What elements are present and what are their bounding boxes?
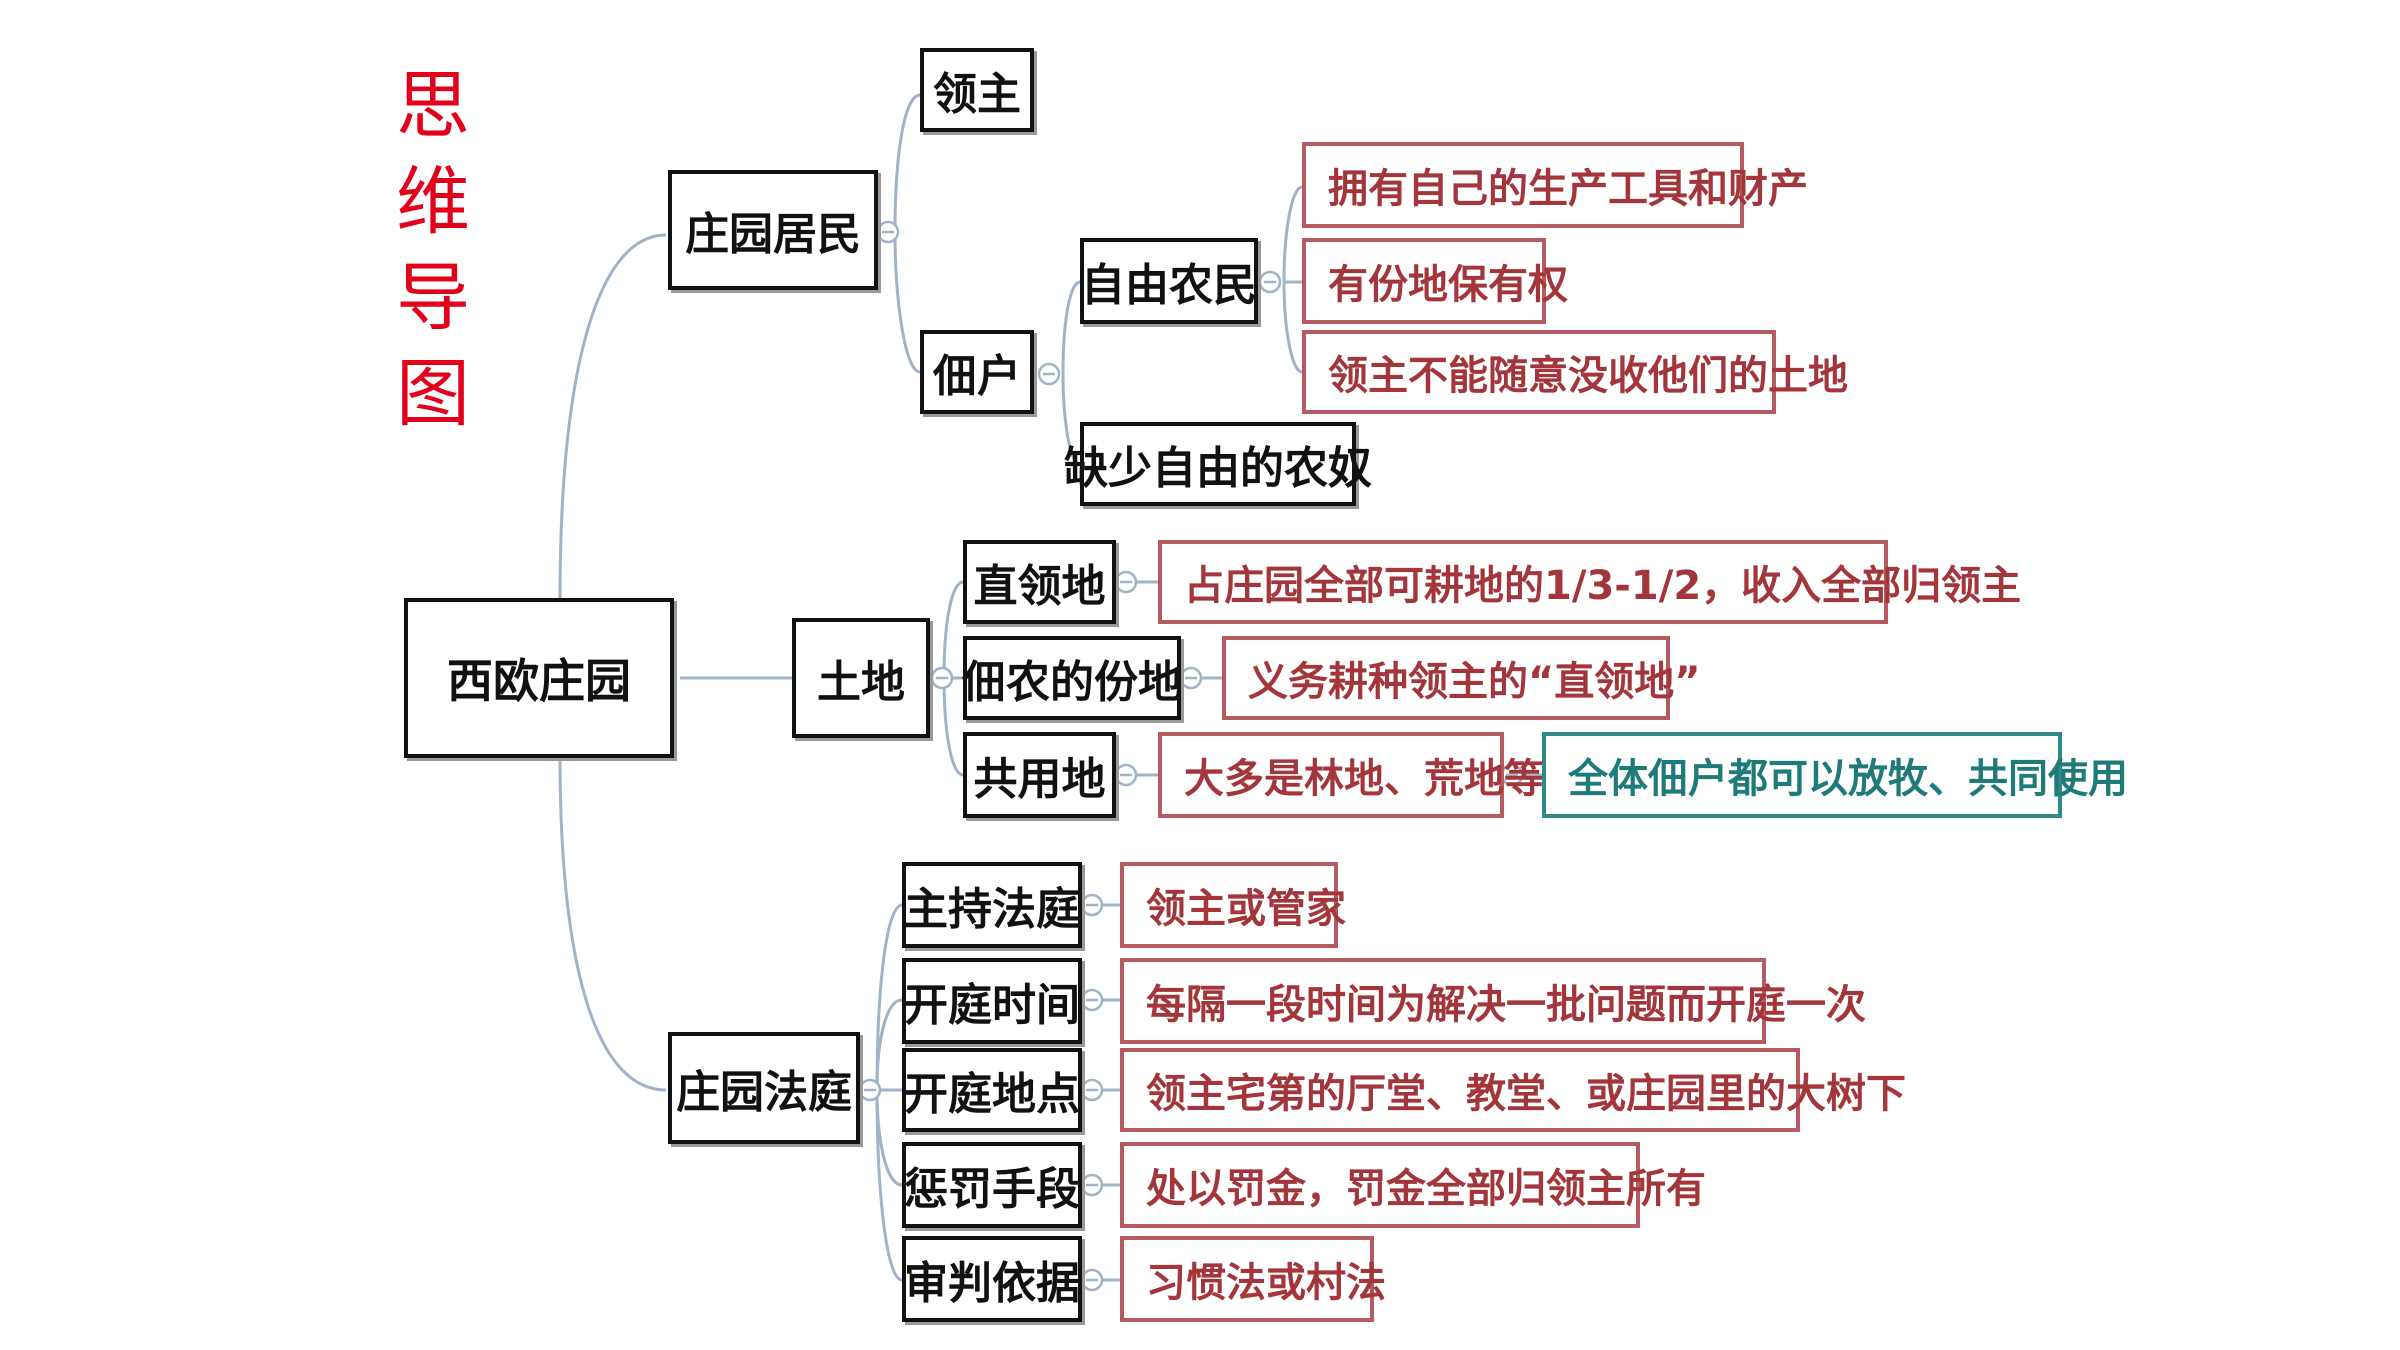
connector	[875, 998, 903, 1091]
connector	[1061, 373, 1081, 467]
court-item-place-detail[interactable]: 领主宅第的厅堂、教堂、或庄园里的大树下	[1120, 1048, 1906, 1132]
court-item-penalty[interactable]: 惩罚手段	[902, 1142, 1082, 1228]
free-peasants-node[interactable]: 自由农民	[1080, 238, 1258, 324]
court-item-basis-detail[interactable]: 习惯法或村法	[1120, 1236, 1386, 1322]
court-node[interactable]: 庄园法庭	[668, 1032, 860, 1144]
free-peasants-detail-1[interactable]: 拥有自己的生产工具和财产	[1302, 142, 1808, 228]
court-item-place[interactable]: 开庭地点	[902, 1048, 1082, 1132]
court-item-basis[interactable]: 审判依据	[902, 1236, 1082, 1322]
free-peasants-detail-2[interactable]: 有份地保有权	[1302, 238, 1568, 324]
connector	[875, 903, 903, 1091]
court-item-host[interactable]: 主持法庭	[902, 862, 1082, 948]
heading-char: 维	[396, 159, 470, 245]
connector	[942, 580, 964, 679]
heading-char: 导	[396, 255, 470, 341]
connector	[893, 231, 921, 374]
common-land-detail[interactable]: 大多是林地、荒地等	[1158, 732, 1544, 818]
connector	[942, 677, 964, 777]
court-item-time[interactable]: 开庭时间	[902, 958, 1082, 1044]
demesne-detail[interactable]: 占庄园全部可耕地的1/3-1/2，收入全部归领主	[1158, 540, 2021, 624]
connector	[558, 754, 667, 1092]
connector	[1282, 185, 1303, 283]
residents-node[interactable]: 庄园居民	[668, 170, 878, 290]
connector	[875, 1089, 903, 1282]
connector	[875, 1089, 903, 1187]
serfs-node[interactable]: 缺少自由的农奴	[1064, 422, 1372, 506]
connector	[1061, 280, 1081, 375]
court-item-time-detail[interactable]: 每隔一段时间为解决一批问题而开庭一次	[1120, 958, 1866, 1044]
lord-node[interactable]: 领主	[920, 48, 1034, 132]
demesne-node[interactable]: 直领地	[963, 540, 1116, 624]
connector	[558, 233, 667, 601]
land-node[interactable]: 土地	[792, 618, 930, 738]
free-peasants-detail-3[interactable]: 领主不能随意没收他们的土地	[1302, 330, 1848, 414]
root-node[interactable]: 西欧庄园	[404, 598, 674, 758]
heading-char: 图	[396, 351, 470, 437]
mindmap-heading: 思 维 导 图	[388, 58, 478, 442]
common-land-node[interactable]: 共用地	[963, 732, 1116, 818]
court-item-penalty-detail[interactable]: 处以罚金，罚金全部归领主所有	[1120, 1142, 1706, 1228]
heading-char: 思	[396, 63, 470, 149]
common-land-note[interactable]: 全体佃户都可以放牧、共同使用	[1542, 732, 2128, 818]
tenant-node[interactable]: 佃户	[920, 330, 1034, 414]
connector	[893, 93, 921, 233]
tenant-land-node[interactable]: 佃农的份地	[962, 636, 1182, 720]
court-item-host-detail[interactable]: 领主或管家	[1120, 862, 1346, 948]
connector	[1282, 281, 1303, 374]
tenant-land-detail[interactable]: 义务耕种领主的“直领地”	[1222, 636, 1701, 720]
